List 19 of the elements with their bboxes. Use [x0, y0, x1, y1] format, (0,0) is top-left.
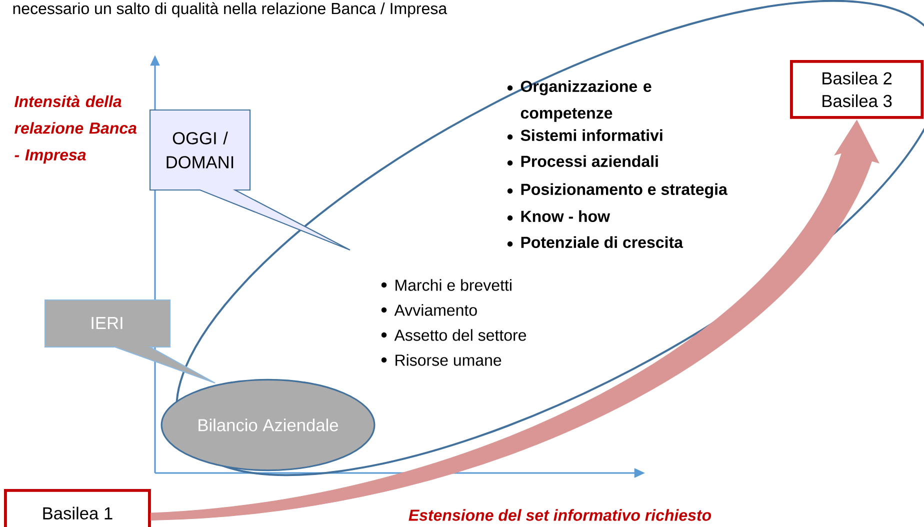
- curved-arrow: [150, 120, 880, 520]
- ellipse-box: Bilancio Aziendale: [160, 378, 376, 472]
- list-item: Know - how: [521, 210, 610, 222]
- list-item: Posizionamento e strategia: [521, 183, 728, 198]
- list-item: Sistemi informativi: [520, 129, 662, 141]
- heading-text: necessario un salto di qualità nella relazione Banca / Impresa: [13, 2, 448, 18]
- callout-box: IERI: [44, 299, 216, 384]
- list-item: Risorse umane: [396, 354, 502, 366]
- list-item: Processi aziendali: [521, 155, 658, 167]
- list-item: Avviamento: [394, 304, 477, 316]
- list-item: Assetto del settore: [394, 329, 526, 341]
- list-item: Potenziale di crescita: [521, 236, 684, 248]
- axis-label: Intensità della relazione Banca - Impresa: [14, 95, 136, 164]
- label-box: Basilea 2 Basilea 3: [790, 60, 924, 119]
- axis-label: Estensione del set informativo richiesto: [408, 509, 712, 521]
- list-item: Marchi e brevetti: [396, 279, 512, 291]
- label-box: Basilea 1: [4, 488, 151, 527]
- list-item: Organizzazione e competenze: [520, 80, 652, 122]
- callout-box: OGGI / DOMANI: [149, 109, 351, 251]
